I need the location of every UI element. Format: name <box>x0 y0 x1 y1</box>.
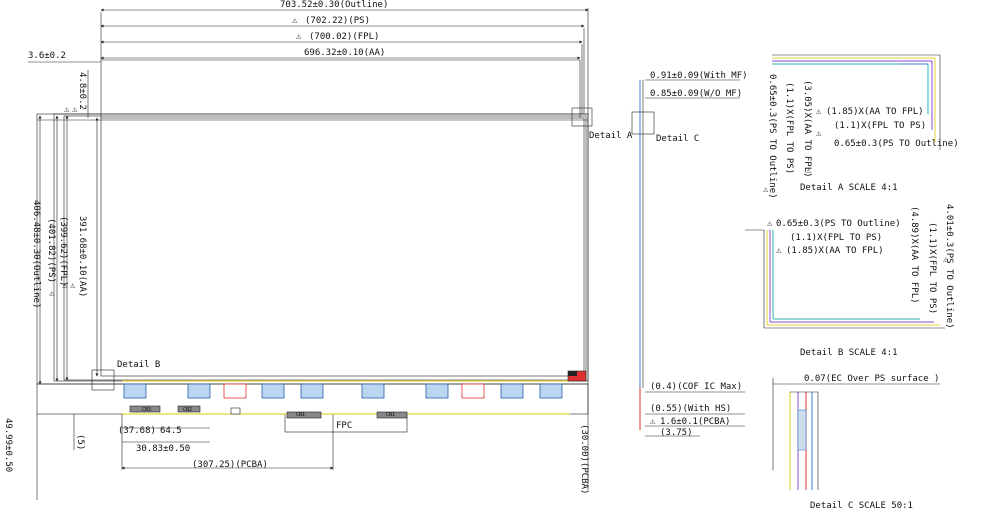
dim-with-hs: (0.55)(With HS) <box>650 404 731 414</box>
dim-pcba-thickness: 1.6±0.1(PCBA) <box>660 417 730 427</box>
dim-total-thickness: (3.75) <box>660 428 693 438</box>
dim-outline-width: 703.52±0.30(Outline) <box>280 0 388 10</box>
detail-c-marker <box>631 111 655 135</box>
dim-with-mf: 0.91±0.09(With MF) <box>650 71 748 81</box>
detail-a-ps-to-outline-v: 0.65±0.3(PS TO Outline) <box>767 74 777 199</box>
chip-7 <box>425 383 449 399</box>
side-view <box>631 79 745 437</box>
dim-wo-mf: 0.85±0.09(W/O MF) <box>650 89 742 99</box>
warning-icon: ⚠ <box>806 166 812 176</box>
detail-a-fpl-to-ps: (1.1)X(FPL TO PS) <box>784 82 794 174</box>
warning-icon: ⚠ <box>292 16 298 26</box>
detail-b-ps-to-outline: 0.65±0.3(PS TO Outline) <box>776 219 901 229</box>
detail-a-title: Detail A SCALE 4:1 <box>800 183 898 193</box>
detail-a-ps-to-outline-h: 0.65±0.3(PS TO Outline) <box>834 139 959 149</box>
warning-icon: ⚠ <box>763 185 769 195</box>
dim-pcba-width: (307.25)(PCBA) <box>192 460 268 470</box>
dim-pcba-depth: 49.99±0.50 <box>3 418 13 472</box>
cn1a-body <box>286 411 322 419</box>
detail-b-title: Detail B SCALE 4:1 <box>800 348 898 358</box>
label-cn1b: CN1 <box>386 412 395 418</box>
detail-b-aa-to-fpl-v: (4.89)X(AA TO FPL) <box>909 206 919 304</box>
dim-outline-height: 406.48±0.30(Outline) <box>31 200 41 308</box>
dim-left-margin: 3.6±0.2 <box>28 51 66 61</box>
dim-top-offset: 4.8±0.2 <box>77 72 87 110</box>
detail-c-view <box>772 378 940 490</box>
warning-icon: ⚠ <box>943 255 949 265</box>
panel-outline <box>36 113 589 385</box>
label-fpc: FPC <box>336 421 352 431</box>
annotations: 703.52±0.30(Outline) ⚠ (702.22)(PS) ⚠ (7… <box>3 0 959 511</box>
detail-b-fpl-to-ps-v: (1.1)X(FPL TO PS) <box>927 222 937 314</box>
label-detail-c: Detail C <box>656 134 699 144</box>
connector-row <box>123 383 563 399</box>
detail-a-aa-to-fpl-h: (1.85)X(AA TO FPL) <box>826 107 924 117</box>
chip-1 <box>123 383 147 399</box>
label-cn2: CN2 <box>183 407 192 413</box>
label-detail-b: Detail B <box>117 360 160 370</box>
panel-aa <box>100 117 585 377</box>
dim-ps-width: (702.22)(PS) <box>305 16 370 26</box>
detail-a-aa-to-fpl-v: (3.05)X(AA TO FPL) <box>802 80 812 178</box>
small-connector <box>230 407 241 415</box>
detail-b-marker <box>91 369 115 391</box>
detail-a-fpl-to-ps-h: (1.1)X(FPL TO PS) <box>834 121 926 131</box>
dim-fpl-width: (700.02)(FPL) <box>309 32 379 42</box>
warning-icon: ⚠ <box>816 107 822 117</box>
warning-icon: ⚠ <box>776 246 782 256</box>
detail-b-view <box>745 229 945 329</box>
chip-4 <box>261 383 285 399</box>
detail-c-ec: 0.07(EC Over PS surface ) <box>804 374 939 384</box>
chip-2 <box>187 383 211 399</box>
cn3-body <box>129 405 161 413</box>
panel-fpl <box>63 115 587 381</box>
dim-ps-height: (401.82)(PS) <box>46 218 56 283</box>
chip-6 <box>361 383 385 399</box>
detail-b-fpl-to-ps: (1.1)X(FPL TO PS) <box>790 233 882 243</box>
hatched-layer <box>797 409 807 451</box>
dim-right-pcba: (30.00)(PCBA) <box>579 424 589 494</box>
label-detail-a: Detail A <box>589 131 633 141</box>
dim-fpl-height: (399.62)(FPL) <box>58 216 68 286</box>
warning-icon: ⚠ <box>62 281 68 291</box>
warning-icon: ⚠ <box>816 129 822 139</box>
chip-10 <box>539 383 563 399</box>
dim-cof: (0.4)(COF IC Max) <box>650 382 742 392</box>
chip-3 <box>223 383 247 399</box>
cn1b-body <box>376 411 408 419</box>
detail-a-view <box>772 54 941 150</box>
warning-icon: ⚠ <box>49 289 55 299</box>
warning-icon: ⚠ <box>650 417 656 427</box>
warning-icon: ⚠ <box>64 105 70 115</box>
panel-ps <box>53 113 589 382</box>
chip-8 <box>461 383 485 399</box>
chip-5 <box>300 383 324 399</box>
main-view-panel <box>28 8 593 500</box>
dim-37-68: (37.68) <box>118 426 156 436</box>
detail-b-aa-to-fpl: (1.85)X(AA TO FPL) <box>786 246 884 256</box>
label-cn1a: CN1 <box>296 412 305 418</box>
dim-64-5: 64.5 <box>160 426 182 436</box>
dim-aa-width: 696.32±0.10(AA) <box>304 48 385 58</box>
dim-aa-height: 391.68±0.10(AA) <box>77 216 87 297</box>
cn2-body <box>177 405 201 413</box>
detail-c-title: Detail C SCALE 50:1 <box>810 501 913 511</box>
warning-icon: ⚠ <box>767 219 773 229</box>
detail-b-ps-to-outline-v: 4.01±0.3(PS TO Outline) <box>944 204 954 329</box>
detail-a-marker <box>571 107 593 127</box>
label-cn3: CN3 <box>142 407 151 413</box>
dim-30-83: 30.83±0.50 <box>136 444 190 454</box>
warning-icon: ⚠ <box>296 32 302 42</box>
warning-icon: ⚠ <box>70 281 76 291</box>
warning-icon: ⚠ <box>72 105 78 115</box>
dim-five: (5) <box>75 434 85 450</box>
chip-9 <box>500 383 524 399</box>
